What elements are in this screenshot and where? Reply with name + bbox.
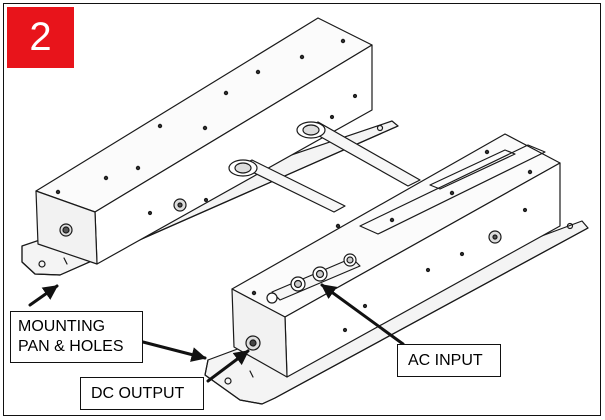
- mounting-callout-line2: PAN & HOLES: [18, 338, 124, 355]
- dc-output-label: DC OUTPUT: [91, 385, 185, 402]
- step-number: 2: [29, 15, 52, 59]
- ac-input-arrow: [320, 283, 405, 346]
- rear-pan-hole: [38, 260, 46, 268]
- rear-ballast-housing: [21, 17, 399, 276]
- connecting-conduits: [228, 121, 421, 213]
- step-number-badge: 2: [7, 7, 74, 68]
- callout-arrows: [28, 283, 405, 383]
- front-pan-hole: [224, 377, 232, 385]
- dc-output-callout: DC OUTPUT: [80, 377, 204, 410]
- ac-input-label: AC INPUT: [408, 352, 483, 369]
- rear-pan-hole: [376, 124, 384, 132]
- dc-output-arrow: [206, 349, 250, 383]
- top-access-slot: [359, 144, 546, 235]
- front-pan-hole: [566, 222, 574, 230]
- mounting-arrow-upper: [28, 284, 59, 307]
- mounting-callout-line1: MOUNTING: [18, 318, 106, 335]
- front-housing-end: [231, 288, 288, 378]
- mounting-pan-callout: MOUNTING PAN & HOLES: [10, 311, 143, 363]
- mounting-arrow-lower: [141, 340, 207, 362]
- front-ballast-housing: [204, 133, 589, 405]
- ac-input-callout: AC INPUT: [397, 344, 501, 377]
